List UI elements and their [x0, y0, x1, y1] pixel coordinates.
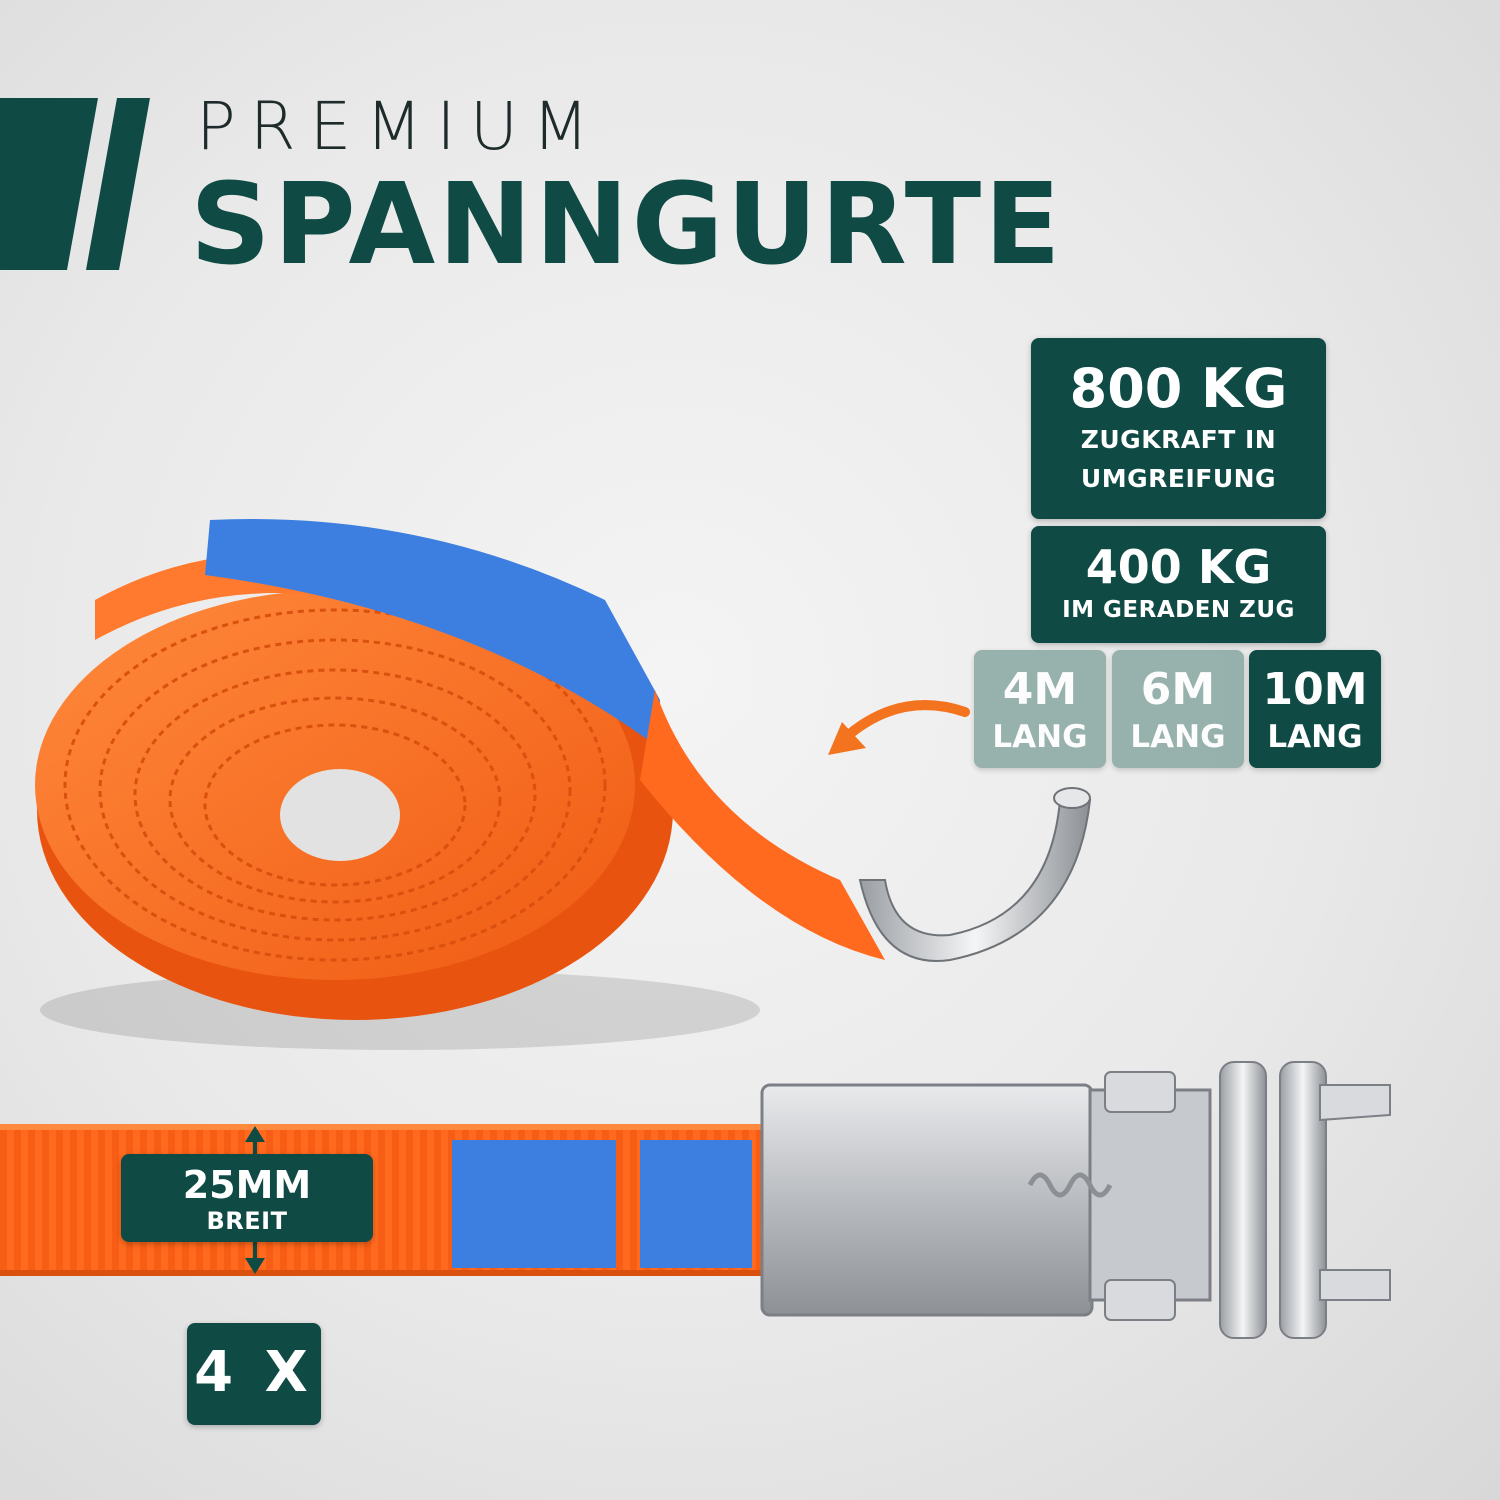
length-option-6m: 6M LANG	[1112, 650, 1244, 768]
straight-pull-value: 400 KG	[1085, 540, 1272, 594]
brand-slash-logo	[0, 98, 150, 270]
roll-center-hole	[280, 769, 400, 861]
header-subtitle: PREMIUM	[196, 88, 604, 165]
lashing-capacity-badge: 800 KG ZUGKRAFT IN UMGREIFUNG	[1031, 338, 1326, 519]
length-value: 4M	[1002, 664, 1078, 715]
j-hook	[858, 787, 1092, 962]
arrow-icon	[840, 700, 970, 743]
strap-width-label: BREIT	[206, 1207, 288, 1235]
strap-width-badge: 25MM BREIT	[121, 1154, 373, 1242]
lashing-capacity-label-1: ZUGKRAFT IN	[1080, 425, 1277, 454]
quantity-badge: 4 X	[187, 1323, 321, 1425]
ratchet	[760, 1061, 1391, 1339]
length-value: 6M	[1140, 664, 1216, 715]
strap-roll	[35, 519, 673, 1020]
quantity-value: 4 X	[194, 1340, 314, 1405]
roll-label	[205, 519, 660, 745]
length-value: 10M	[1262, 664, 1368, 715]
lashing-capacity-label-2: UMGREIFUNG	[1080, 464, 1277, 494]
length-label: LANG	[1130, 719, 1226, 755]
straight-pull-label: IM GERADEN ZUG	[1062, 597, 1295, 623]
strap-label-cert	[640, 1140, 752, 1268]
strap-tail	[640, 690, 885, 960]
straight-pull-badge: 400 KG IM GERADEN ZUG	[1031, 526, 1326, 643]
header-title: SPANNGURTE	[190, 160, 1064, 290]
strap-width-value: 25MM	[182, 1163, 312, 1207]
length-option-4m: 4M LANG	[974, 650, 1106, 768]
length-option-10m: 10M LANG	[1249, 650, 1381, 768]
length-label: LANG	[992, 719, 1088, 755]
lashing-capacity-value: 800 KG	[1069, 357, 1288, 420]
length-label: LANG	[1267, 719, 1363, 755]
strap-label	[452, 1140, 616, 1268]
